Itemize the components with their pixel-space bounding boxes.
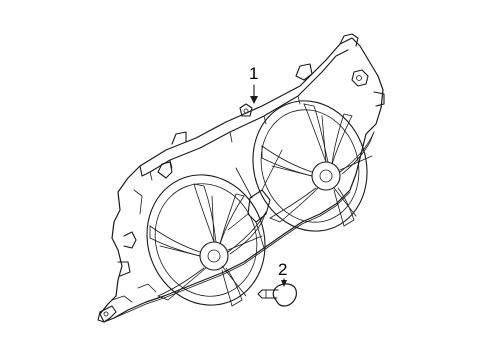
right-fan-hub-center — [319, 169, 333, 183]
callout-1: 1 — [249, 64, 258, 104]
shroud-top-rib — [149, 95, 301, 181]
top-tab-corner — [339, 33, 359, 47]
callout-1-arrowhead — [250, 96, 258, 104]
right-fan-blades — [261, 103, 375, 227]
right-fan-ring-outer — [252, 100, 368, 232]
callout-2: 2 — [278, 260, 287, 287]
top-tab-left — [157, 161, 173, 179]
right-fan-ring-inner — [260, 109, 360, 223]
right-fan-blade-edges — [261, 103, 375, 227]
left-fan-blade-edges — [149, 183, 267, 307]
push-pin-shank — [257, 289, 279, 299]
left-side-mount-2 — [117, 261, 131, 277]
foot-hole — [103, 311, 109, 317]
callout-2-label: 2 — [278, 260, 287, 279]
left-fan — [146, 174, 267, 307]
left-fan-ring-inner — [154, 183, 258, 297]
center-divider-ribs — [227, 149, 283, 249]
callout-1-label: 1 — [249, 64, 258, 83]
right-tab — [373, 91, 385, 107]
left-fan-hub-center — [207, 249, 221, 263]
right-fan-struts — [271, 115, 373, 217]
lower-left-foot — [97, 305, 117, 323]
clip-hole — [243, 108, 249, 114]
right-fan — [252, 100, 375, 232]
shroud-frame — [99, 37, 384, 323]
callout-2-arrowhead — [281, 280, 287, 287]
clip-callout-1 — [239, 103, 253, 117]
fan-shroud-assembly — [97, 33, 385, 323]
top-tab-right — [295, 63, 313, 81]
left-fan-blades — [149, 183, 267, 307]
bracket-hole — [356, 75, 362, 81]
left-fan-struts — [159, 195, 263, 297]
shroud-bottom-rim — [113, 191, 351, 319]
left-side-mount — [123, 231, 137, 249]
left-side-ribs — [111, 189, 157, 303]
push-pin-head — [272, 283, 297, 307]
upper-right-bracket — [351, 69, 369, 87]
top-tab-mid — [171, 131, 187, 145]
push-pin-retainer — [257, 283, 297, 307]
